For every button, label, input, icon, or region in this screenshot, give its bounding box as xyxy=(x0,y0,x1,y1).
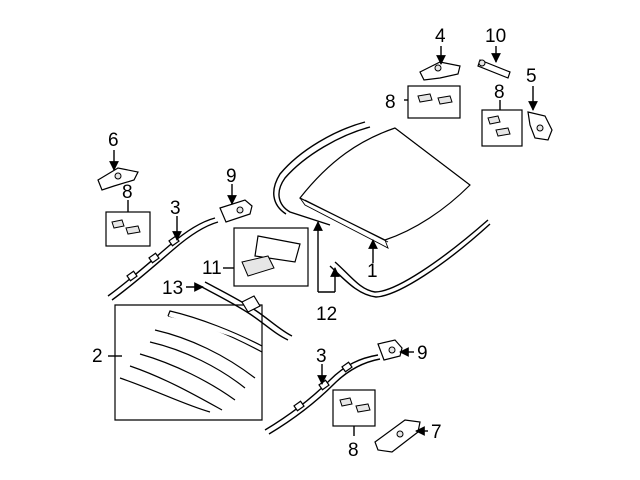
callout-1: 1 xyxy=(367,261,378,282)
callout-2: 2 xyxy=(92,346,103,367)
callout-9-lower: 9 xyxy=(417,343,428,364)
cable-lower xyxy=(264,354,381,435)
roof-panel xyxy=(299,127,471,249)
strut-10 xyxy=(477,59,511,79)
bolt-box-upper xyxy=(407,85,461,119)
callout-8-lower: 8 xyxy=(348,440,359,461)
wiring-harness xyxy=(199,281,293,341)
bolt-box-lower xyxy=(332,389,376,427)
callout-8-right: 8 xyxy=(494,82,505,103)
callout-7: 7 xyxy=(431,422,442,443)
bracket-7 xyxy=(374,419,421,453)
callout-8-left: 8 xyxy=(122,182,133,203)
roof-weatherstrip xyxy=(273,121,491,298)
callout-11: 11 xyxy=(202,258,222,279)
callout-4: 4 xyxy=(435,26,446,47)
callout-8-upper: 8 xyxy=(385,92,396,113)
leader-lines xyxy=(108,46,538,436)
callout-13: 13 xyxy=(162,278,183,299)
callout-5: 5 xyxy=(526,66,537,87)
callout-3-lower: 3 xyxy=(316,346,327,367)
callout-9-upper: 9 xyxy=(226,166,237,187)
callout-10: 10 xyxy=(485,26,506,47)
callout-6: 6 xyxy=(108,130,119,151)
bolt-box-right xyxy=(481,109,523,147)
control-module-box xyxy=(233,227,309,287)
callout-3-upper: 3 xyxy=(170,198,181,219)
glass-panel-set xyxy=(114,304,263,421)
bolt-box-left xyxy=(105,211,151,247)
motor-9-lower xyxy=(377,339,403,361)
cable-upper xyxy=(107,217,219,301)
hinge-bracket-4 xyxy=(419,61,461,81)
callout-12: 12 xyxy=(316,304,337,325)
motor-9-upper xyxy=(219,199,253,223)
bracket-5 xyxy=(527,111,553,141)
